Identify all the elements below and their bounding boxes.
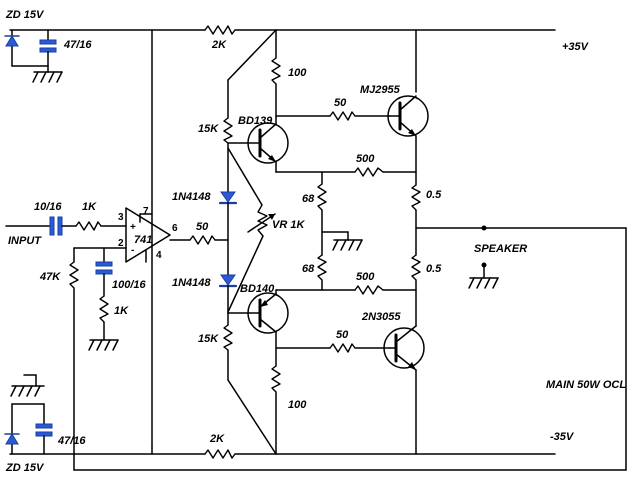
capacitor-feedback [95,261,113,275]
resistor-2k-top [204,25,236,35]
vr-1k [257,204,268,237]
ground-feedback [88,339,119,351]
label-minus: - [131,245,134,256]
label-r-1k-fb: 1K [114,305,129,317]
resistor-47k [69,261,79,289]
capacitor-top [39,29,57,67]
transistor-2n3055 [383,325,425,371]
label-r-68-bottom: 68 [302,263,315,275]
label-r-05-top: 0.5 [426,189,442,201]
zener-top [4,29,20,67]
label-r-2k-bottom: 2K [209,433,225,445]
label-r-500-top: 500 [356,153,375,165]
label-r-500-bottom: 500 [356,271,375,283]
resistor-68-bottom [317,254,327,281]
label-op-name: 741 [134,234,152,246]
label-r-2k-top: 2K [211,39,227,51]
label-pin3: 3 [118,212,124,223]
label-r-50-top: 50 [334,97,347,109]
resistor-50-opout [189,235,216,245]
ground-mid [332,231,363,251]
zener-bottom [4,403,20,455]
label-r-100-bottom: 100 [288,399,307,411]
label-q-mj2955: MJ2955 [360,84,401,96]
label-vr: VR 1K [272,219,305,231]
resistor-100-bottom [271,365,281,393]
label-pin4: 4 [156,250,162,261]
label-r-100-top: 100 [288,67,307,79]
label-zd-bottom: ZD 15V [5,462,45,474]
label-q-2n3055: 2N3055 [361,311,401,323]
label-r-68-top: 68 [302,193,315,205]
label-pin6: 6 [172,223,178,234]
label-r-50-bottom: 50 [336,329,349,341]
label-cap-top: 47/16 [63,39,92,51]
label-r-1k-in: 1K [82,201,97,213]
label-r-15k-bottom: 15K [198,333,219,345]
resistor-2k-bottom [204,449,236,459]
transistor-bd140 [227,292,289,334]
label-r-15k-top: 15K [198,123,219,135]
ground-speaker [468,262,499,289]
transistor-mj2955 [387,95,429,137]
label-supply-pos: +35V [562,41,590,53]
diode-top [218,191,238,205]
label-input: INPUT [8,235,42,247]
label-pin7: 7 [143,206,149,217]
label-cap-bottom: 47/16 [57,435,86,447]
label-supply-neg: -35V [550,431,575,443]
resistor-68-top [317,183,327,211]
resistor-50-bottom [329,343,356,353]
label-d-top: 1N4148 [172,191,211,203]
label-r-50-opout: 50 [196,221,209,233]
label-d-bottom: 1N4148 [172,277,211,289]
diode-bottom [218,274,238,288]
label-cap-in: 10/16 [34,201,62,213]
label-r-05-bottom: 0.5 [426,263,442,275]
label-q-bd139: BD139 [238,115,273,127]
label-cap-fb: 100/16 [112,279,147,291]
resistor-15k-bottom [223,324,233,351]
ground-top-left [32,65,63,83]
label-speaker: SPEAKER [474,243,527,255]
ground-bottom-left [10,374,45,397]
resistor-1k-feedback [99,295,109,323]
resistor-1k-input [75,221,102,231]
label-pin2: 2 [118,238,124,249]
resistor-15k-top [223,117,233,144]
label-title: MAIN 50W OCL [546,379,626,391]
capacitor-bottom [35,403,53,455]
capacitor-input [49,216,63,236]
resistor-0.5-bottom [411,254,421,281]
label-q-bd140: BD140 [240,283,275,295]
resistor-0.5-top [411,184,421,211]
label-r-47k: 47K [39,271,61,283]
resistor-100-top [271,57,281,85]
label-plus: + [130,222,136,233]
resistor-500-top [354,167,384,177]
label-zd-top: ZD 15V [5,9,45,21]
resistor-50-top [329,111,356,121]
resistor-500-bottom [354,285,384,295]
transistor-bd139 [227,122,289,164]
op-amp-741 [125,207,171,263]
